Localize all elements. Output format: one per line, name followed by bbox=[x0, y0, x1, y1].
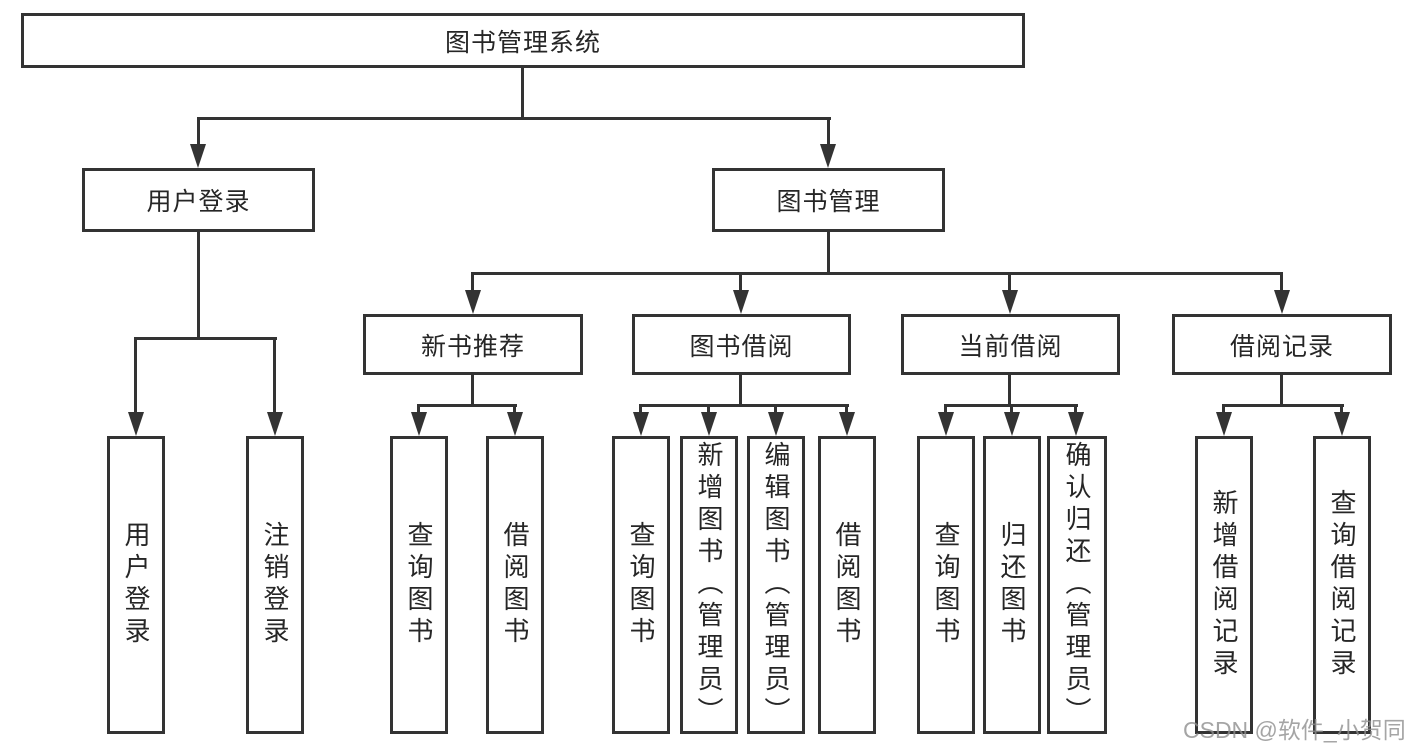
connector-line bbox=[639, 404, 642, 416]
leaf-record-add: 新增借阅记录 bbox=[1195, 436, 1253, 734]
connector-line bbox=[521, 68, 524, 117]
leaf-logout-label: 注销登录 bbox=[260, 521, 290, 649]
connector-line bbox=[134, 337, 277, 340]
connector-line bbox=[134, 337, 137, 414]
arrow-down-marker bbox=[633, 412, 649, 436]
connector-line bbox=[827, 117, 830, 146]
connector-line bbox=[471, 272, 474, 292]
connector-line bbox=[513, 404, 516, 416]
arrow-down-marker bbox=[733, 290, 749, 314]
leaf-borrow-query-label: 查询图书 bbox=[626, 521, 656, 649]
connector-line bbox=[1222, 404, 1225, 416]
connector-line bbox=[471, 272, 1283, 275]
leaf-record-query: 查询借阅记录 bbox=[1313, 436, 1371, 734]
connector-line bbox=[273, 337, 276, 414]
connector-line bbox=[197, 232, 200, 337]
connector-line bbox=[707, 404, 710, 416]
arrow-down-marker bbox=[938, 412, 954, 436]
leaf-borrow-query: 查询图书 bbox=[612, 436, 670, 734]
connector-line bbox=[1222, 404, 1344, 407]
leaf-current-return: 归还图书 bbox=[983, 436, 1041, 734]
arrow-down-marker bbox=[128, 412, 144, 436]
arrow-down-marker bbox=[839, 412, 855, 436]
leaf-newbooks-borrow: 借阅图书 bbox=[486, 436, 544, 734]
connector-line bbox=[944, 404, 947, 416]
connector-line bbox=[827, 232, 830, 272]
arrow-down-marker bbox=[768, 412, 784, 436]
node-user-login: 用户登录 bbox=[82, 168, 315, 232]
connector-line bbox=[845, 404, 848, 416]
leaf-current-query: 查询图书 bbox=[917, 436, 975, 734]
arrow-down-marker bbox=[1002, 290, 1018, 314]
arrow-down-marker bbox=[411, 412, 427, 436]
leaf-user-login: 用户登录 bbox=[107, 436, 165, 734]
connector-line bbox=[1008, 272, 1011, 292]
connector-line bbox=[197, 117, 831, 120]
connector-line bbox=[471, 375, 474, 407]
connector-line bbox=[1280, 375, 1283, 407]
leaf-current-return-label: 归还图书 bbox=[997, 521, 1027, 649]
connector-line bbox=[639, 404, 849, 407]
connector-line bbox=[197, 117, 200, 146]
arrow-down-marker bbox=[465, 290, 481, 314]
arrow-down-marker bbox=[820, 144, 836, 168]
connector-line bbox=[774, 404, 777, 416]
arrow-down-marker bbox=[701, 412, 717, 436]
arrow-down-marker bbox=[1068, 412, 1084, 436]
leaf-user-login-label: 用户登录 bbox=[121, 521, 151, 649]
leaf-record-query-label: 查询借阅记录 bbox=[1327, 489, 1357, 681]
arrow-down-marker bbox=[1334, 412, 1350, 436]
arrow-down-marker bbox=[507, 412, 523, 436]
connector-line bbox=[739, 375, 742, 407]
csdn-watermark: CSDN @软件_小贺同学 bbox=[1183, 717, 1405, 743]
leaf-borrow-edit: 编辑图书（管理员） bbox=[747, 436, 805, 734]
arrow-down-marker bbox=[1274, 290, 1290, 314]
leaf-current-query-label: 查询图书 bbox=[931, 521, 961, 649]
arrow-down-marker bbox=[1004, 412, 1020, 436]
connector-line bbox=[739, 272, 742, 292]
leaf-borrow-book: 借阅图书 bbox=[818, 436, 876, 734]
connector-line bbox=[417, 404, 420, 416]
arrow-down-marker bbox=[267, 412, 283, 436]
node-book-management-label: 图书管理 bbox=[776, 188, 881, 216]
node-book-borrow: 图书借阅 bbox=[632, 314, 851, 375]
arrow-down-marker bbox=[190, 144, 206, 168]
leaf-newbooks-borrow-label: 借阅图书 bbox=[500, 521, 530, 649]
leaf-current-confirm-return-label: 确认归还（管理员） bbox=[1062, 441, 1092, 729]
connector-line bbox=[1008, 375, 1011, 407]
node-book-management: 图书管理 bbox=[712, 168, 945, 232]
leaf-newbooks-query-label: 查询图书 bbox=[404, 521, 434, 649]
leaf-borrow-add-label: 新增图书（管理员） bbox=[694, 441, 724, 729]
node-current-borrow-label: 当前借阅 bbox=[958, 332, 1063, 361]
node-book-borrow-label: 图书借阅 bbox=[689, 332, 794, 361]
node-current-borrow: 当前借阅 bbox=[901, 314, 1120, 375]
leaf-borrow-book-label: 借阅图书 bbox=[832, 521, 862, 649]
node-root-label: 图书管理系统 bbox=[444, 28, 601, 57]
leaf-newbooks-query: 查询图书 bbox=[390, 436, 448, 734]
connector-line bbox=[417, 404, 517, 407]
node-new-book-recommend-label: 新书推荐 bbox=[420, 332, 525, 361]
connector-line bbox=[1074, 404, 1077, 416]
node-new-book-recommend: 新书推荐 bbox=[363, 314, 583, 375]
leaf-current-confirm-return: 确认归还（管理员） bbox=[1047, 436, 1107, 734]
node-user-login-label: 用户登录 bbox=[146, 188, 251, 216]
leaf-logout: 注销登录 bbox=[246, 436, 304, 734]
node-root: 图书管理系统 bbox=[21, 13, 1025, 68]
leaf-borrow-edit-label: 编辑图书（管理员） bbox=[761, 441, 791, 729]
node-borrow-record-label: 借阅记录 bbox=[1229, 332, 1334, 361]
arrow-down-marker bbox=[1216, 412, 1232, 436]
node-borrow-record: 借阅记录 bbox=[1172, 314, 1392, 375]
connector-line bbox=[1340, 404, 1343, 416]
connector-line bbox=[1280, 272, 1283, 292]
connector-line bbox=[1010, 404, 1013, 416]
leaf-borrow-add: 新增图书（管理员） bbox=[680, 436, 738, 734]
leaf-record-add-label: 新增借阅记录 bbox=[1209, 489, 1239, 681]
